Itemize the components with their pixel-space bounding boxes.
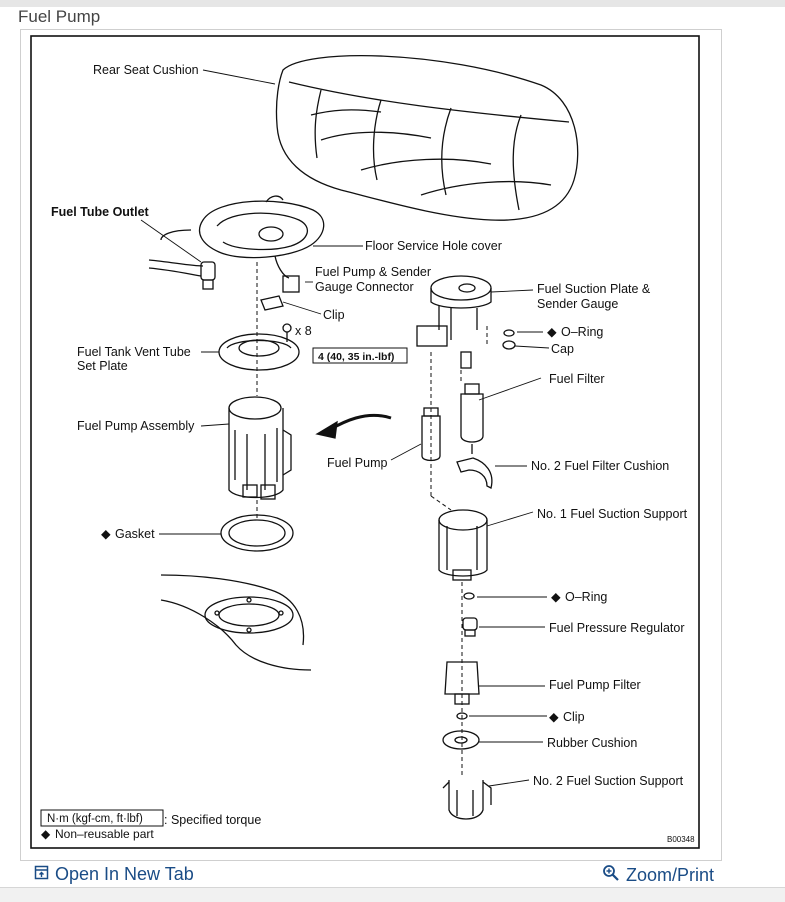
connector-drawing (260, 255, 300, 311)
gasket-drawing (220, 514, 294, 552)
label-clip-top: Clip (323, 308, 345, 322)
dashed-guide-lines (256, 262, 488, 775)
browser-top-strip (0, 0, 785, 7)
label-connector-line2: Gauge Connector (315, 280, 414, 294)
legend-torque-box (40, 809, 164, 827)
no2-fuel-filter-cushion-drawing (456, 457, 493, 489)
fuel-filter-drawing (460, 383, 484, 454)
drawing-parts (140, 55, 579, 820)
label-rubber-cushion: Rubber Cushion (547, 736, 637, 750)
label-o-ring-top-diamond: ◆ (547, 325, 557, 339)
vent-tube-set-plate-drawing (218, 333, 300, 371)
label-o-ring-mid-diamond: ◆ (551, 590, 561, 604)
label-o-ring-mid: O–Ring (565, 590, 607, 604)
label-clip-bottom-diamond: ◆ (549, 710, 559, 724)
label-connector-line1: Fuel Pump & Sender (315, 265, 431, 279)
open-in-new-tab-link[interactable]: Open In New Tab (34, 864, 194, 885)
label-no2-fuel-suction-support: No. 2 Fuel Suction Support (533, 774, 684, 788)
fuel-pressure-regulator-drawing (462, 617, 478, 637)
floor-service-hole-cover-drawing (160, 195, 325, 259)
rubber-cushion-drawing (442, 730, 480, 750)
label-suction-plate-line2: Sender Gauge (537, 297, 618, 311)
label-fuel-filter: Fuel Filter (549, 372, 605, 386)
legend-torque-desc: : Specified torque (164, 813, 261, 827)
open-in-new-tab-icon (34, 864, 49, 885)
open-in-new-tab-label: Open In New Tab (55, 864, 194, 884)
legend-torque-unit: N·m (kgf-cm, ft·lbf) (47, 813, 143, 825)
o-ring-mid-drawing (463, 592, 475, 600)
label-gasket: Gasket (115, 527, 155, 541)
diagram-frame: Rear Seat Cushion Fuel Tube Outlet Floor… (20, 29, 722, 861)
fuel-pump-assembly-drawing (228, 396, 292, 500)
no1-fuel-suction-support-drawing (438, 509, 488, 581)
label-fuel-pressure-regulator: Fuel Pressure Regulator (549, 621, 684, 635)
label-fuel-pump-filter: Fuel Pump Filter (549, 678, 641, 692)
label-torque-spec: 4 (40, 35 in.-lbf) (318, 351, 394, 363)
browser-bottom-strip (0, 887, 785, 902)
magnifier-icon (602, 864, 620, 887)
label-no1-fuel-suction-support: No. 1 Fuel Suction Support (537, 507, 688, 521)
exploded-parts-diagram: Rear Seat Cushion Fuel Tube Outlet Floor… (30, 35, 700, 849)
assembly-arrow-head (315, 420, 338, 439)
legend-diamond: ◆ (41, 827, 51, 841)
label-fuel-pump: Fuel Pump (327, 456, 387, 470)
rear-seat-cushion-drawing (275, 55, 579, 221)
label-vent-tube-line1: Fuel Tank Vent Tube (77, 345, 191, 359)
leader-lines (140, 69, 550, 787)
label-fuel-tube-outlet: Fuel Tube Outlet (51, 205, 150, 219)
assembly-direction-arrow (328, 413, 392, 432)
inner-border (30, 35, 700, 849)
label-suction-plate-line1: Fuel Suction Plate & (537, 282, 651, 296)
label-no2-fuel-filter-cushion: No. 2 Fuel Filter Cushion (531, 459, 669, 473)
fuel-tank-top-drawing (160, 574, 312, 671)
label-cap: Cap (551, 342, 574, 356)
page-title: Fuel Pump (18, 7, 101, 26)
label-gasket-diamond: ◆ (101, 527, 111, 541)
label-floor-service-hole-cover: Floor Service Hole cover (365, 239, 502, 253)
o-ring-top-drawing (503, 329, 515, 337)
label-vent-tube-line2: Set Plate (77, 359, 128, 373)
figure-code: B00348 (667, 835, 695, 844)
legend-non-reusable: Non–reusable part (55, 827, 154, 841)
zoom-print-label: Zoom/Print (625, 865, 714, 885)
part-labels: Rear Seat Cushion Fuel Tube Outlet Floor… (51, 63, 688, 788)
legend: N·m (kgf-cm, ft·lbf) : Specified torque … (40, 809, 695, 844)
bolt-drawing (282, 323, 292, 342)
label-rear-seat-cushion: Rear Seat Cushion (93, 63, 199, 77)
fuel-tube-outlet-drawing (148, 259, 216, 290)
suction-plate-drawing (416, 275, 492, 369)
torque-spec-box (312, 347, 408, 364)
cap-drawing (502, 340, 516, 350)
no2-fuel-suction-support-drawing (442, 780, 492, 820)
label-o-ring-top: O–Ring (561, 325, 603, 339)
image-action-bar: Open In New Tab Zoom/Print (20, 860, 720, 888)
label-bolt-count: x 8 (295, 324, 312, 338)
label-clip-bottom: Clip (563, 710, 585, 724)
zoom-print-link[interactable]: Zoom/Print (602, 864, 714, 887)
label-fuel-pump-assembly: Fuel Pump Assembly (77, 419, 195, 433)
